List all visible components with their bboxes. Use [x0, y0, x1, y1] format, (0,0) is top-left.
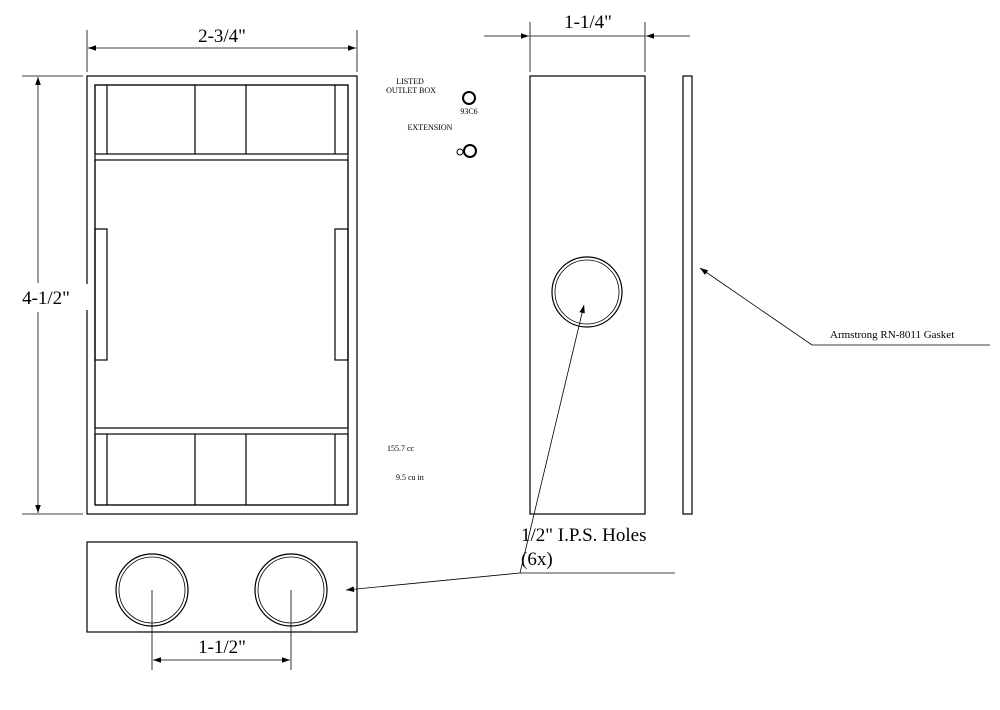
ul-logo-icon — [462, 91, 476, 105]
bottom-view — [86, 541, 358, 633]
width-dimension: 2-3/4" — [86, 26, 358, 72]
listing-marks: LISTED OUTLET BOX 93C6 EXTENSION 155.7 c… — [386, 77, 478, 482]
listed-text: LISTED — [396, 77, 424, 86]
left-tab — [94, 228, 108, 361]
side-view — [529, 75, 646, 515]
gasket-label: Armstrong RN-8011 Gasket — [830, 329, 954, 341]
height-label: 4-1/2" — [22, 288, 70, 309]
hole-spacing-label: 1-1/2" — [198, 637, 246, 658]
gasket — [682, 75, 693, 515]
volume-cuin: 9.5 cu in — [396, 473, 424, 482]
extension-text: EXTENSION — [408, 123, 453, 132]
ul-extension-logo-icon — [463, 144, 477, 158]
hole-spacing-dimension: 1-1/2" — [151, 590, 292, 670]
bottom-compartment — [94, 433, 349, 506]
holes-count: (6x) — [521, 549, 553, 570]
depth-label: 1-1/4" — [564, 12, 612, 33]
width-label: 2-3/4" — [198, 26, 246, 47]
top-compartment — [94, 84, 349, 155]
depth-dimension: 1-1/4" — [484, 12, 690, 72]
right-tab — [334, 228, 349, 361]
holes-leader: 1/2" I.P.S. Holes (6x) — [345, 304, 675, 593]
front-view — [86, 75, 358, 515]
gasket-leader: Armstrong RN-8011 Gasket — [699, 267, 990, 346]
holes-label: 1/2" I.P.S. Holes — [521, 525, 646, 546]
center-compartment — [94, 159, 349, 429]
cert-code: 93C6 — [460, 107, 477, 116]
height-dimension: 4-1/2" — [2, 75, 90, 515]
volume-cc: 155.7 cc — [387, 444, 415, 453]
outlet-box-text: OUTLET BOX — [386, 86, 436, 95]
